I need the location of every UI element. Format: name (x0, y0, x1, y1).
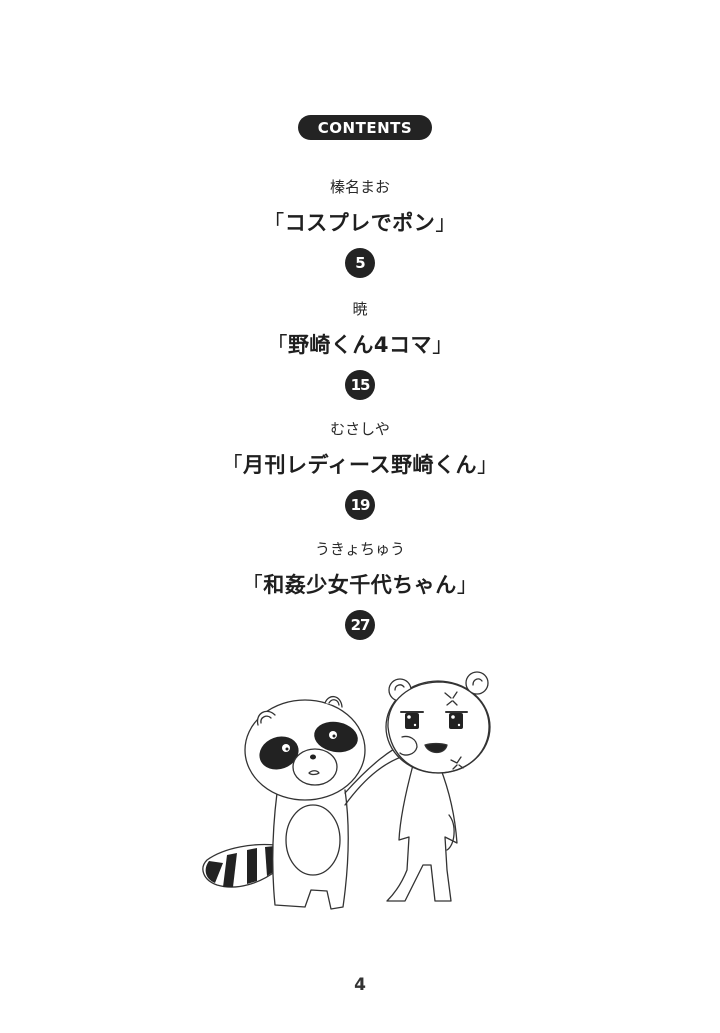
toc-author: 暁 (352, 300, 368, 318)
open-bracket: 「 (221, 453, 243, 477)
contents-heading: CONTENTS (298, 115, 432, 140)
page-number-badge: 27 (345, 610, 375, 640)
page-number-badge: 15 (345, 370, 375, 400)
toc-author: 榛名まお (329, 178, 390, 196)
toc-author: うきょちゅう (314, 540, 405, 558)
toc-author: むさしや (330, 420, 390, 438)
toc-title-text: 月刊レディース野崎くん (243, 453, 477, 477)
close-bracket: 」 (476, 453, 499, 477)
raccoon-and-bear-illustration (202, 671, 491, 910)
open-bracket: 「 (263, 211, 285, 235)
close-bracket: 」 (432, 333, 454, 357)
toc-entry[interactable]: 榛名まお 「コスプレでポン」 5 (0, 176, 720, 278)
toc-entry[interactable]: 暁 「野崎くん4コマ」 15 (0, 298, 720, 400)
close-bracket: 」 (435, 211, 457, 235)
close-bracket: 」 (456, 573, 479, 597)
toc-entry[interactable]: うきょちゅう 「和姦少女千代ちゃん」 27 (0, 538, 720, 640)
page-number-badge: 19 (345, 490, 375, 520)
toc-title: 「コスプレでポン」 (0, 208, 720, 238)
contents-heading-label: CONTENTS (317, 118, 413, 137)
toc-entry[interactable]: むさしや 「月刊レディース野崎くん」 19 (0, 418, 720, 520)
toc-title-text: 和姦少女千代ちゃん (263, 573, 457, 597)
toc-title: 「野崎くん4コマ」 (0, 330, 720, 360)
toc-title: 「和姦少女千代ちゃん」 (0, 570, 720, 600)
page-number: 4 (354, 975, 366, 995)
page-number-badge: 5 (345, 248, 375, 278)
toc-title: 「月刊レディース野崎くん」 (0, 450, 720, 480)
raccoon-tail-icon (202, 843, 278, 888)
toc-title-text: 野崎くん4コマ (287, 333, 433, 357)
toc-title-text: コスプレでポン (284, 211, 436, 235)
open-bracket: 「 (266, 333, 288, 357)
open-bracket: 「 (241, 573, 264, 597)
